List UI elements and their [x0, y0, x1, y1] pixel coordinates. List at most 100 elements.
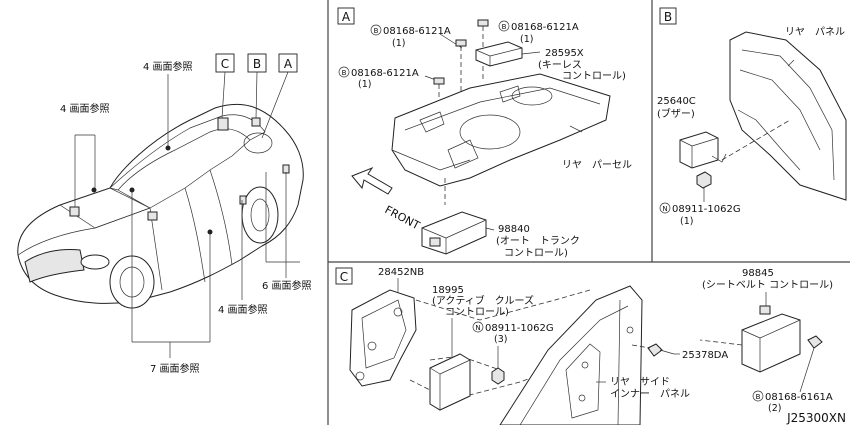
seatbelt-connector [759, 305, 771, 315]
cruise-module-body [429, 353, 471, 411]
nut-b-quantity: (1) [680, 216, 693, 227]
car-roof [109, 114, 266, 191]
rear-panel-label: リヤ パネル [785, 26, 845, 38]
ref-4-left: 4 画面参照 [60, 102, 110, 115]
rear-panel-outline [729, 31, 847, 201]
bolt-c2-part-number: 08168-6161A [765, 392, 833, 403]
front-arrow-shape [351, 166, 393, 195]
ref-7-label: 7 画面参照 [150, 362, 200, 375]
nut-b-symbol [659, 202, 671, 214]
parcel-cutout2 [447, 139, 479, 169]
diagram-code: J25300XN [786, 411, 846, 425]
callout-b-label: B [253, 57, 261, 71]
auto-trunk-control: 98840 (オート トランク コントロール) [421, 211, 580, 259]
bracket-hole1 [367, 341, 377, 351]
panel-a-letter-box [337, 7, 355, 25]
car-headlamp [80, 254, 110, 270]
panel-a-letter: A [342, 10, 351, 24]
car-part-pillar-marker [207, 229, 213, 235]
trunk-name-line1: (オート トランク [496, 235, 580, 247]
panel-c-letter-box [335, 267, 353, 285]
car-callouts: C B A 4 画面参照 4 画面参照 6 画面参照 4 画面参照 7 画面参照 [60, 53, 312, 375]
bracket-part-number: 28452NB [378, 267, 424, 278]
car-door-line1 [184, 187, 206, 283]
car-beltline [117, 139, 251, 209]
bolt2-quantity: (1) [520, 34, 533, 45]
bolt1-quantity: (1) [392, 38, 405, 49]
bolt-c2-head [807, 335, 823, 349]
car-trunk-spot [243, 132, 273, 154]
nut-c-part-number: 08911-1062G [485, 323, 554, 334]
inner-panel-hole2 [578, 394, 586, 402]
trunk-part-number: 98840 [498, 224, 530, 235]
buzzer-mount-axis [721, 119, 791, 161]
buzzer-edge2 [691, 137, 719, 147]
car-part-c-marker [217, 117, 229, 131]
seatbelt-module-edge2 [759, 319, 801, 339]
bracket-hole2 [393, 307, 403, 317]
rear-panel-leader [787, 59, 795, 67]
seatbelt-module-body [741, 313, 801, 373]
car-part-roof-marker [165, 145, 171, 151]
cruise-name-line1: (アクティブ クルーズ [432, 294, 534, 307]
bracket-link-bottom [409, 351, 601, 401]
rear-parcel-shelf: リヤ パーセル [391, 73, 632, 205]
inner-panel-ridge1 [519, 305, 629, 426]
buzzer-body [679, 131, 719, 169]
car-part-dash-marker [91, 187, 97, 193]
nut-b-shape [696, 171, 712, 189]
car-part-door-marker [239, 195, 247, 205]
car-rear-hub [250, 198, 270, 232]
callout-a-leader [261, 71, 289, 139]
panel-c-letter: C [340, 270, 348, 284]
seatbelt-mount-axis [699, 339, 743, 346]
panel-b-letter: B [664, 10, 672, 24]
callout-a-label: A [284, 57, 293, 71]
bolt-c-part-number: 25378DA [682, 350, 728, 361]
parcel-cutout3 [499, 85, 521, 103]
car-grille [24, 249, 85, 283]
trunk-control-leader [485, 227, 495, 231]
keyless-name-line2: コントロール) [562, 71, 626, 82]
car-part-left-marker [69, 206, 80, 217]
bolt1-head [455, 39, 467, 47]
cruise-module-edge2 [439, 359, 471, 375]
bolt1-symbol [370, 24, 382, 36]
nut-b-part-number: 08911-1062G [672, 204, 741, 215]
bolt-c-shank [659, 349, 675, 355]
buzzer-name: (ブザー) [657, 107, 695, 120]
panel-b: B リヤ パネル 25640C (ブザー) N 08911-1062G (1) [657, 7, 847, 227]
callout-c-label: C [221, 57, 229, 71]
bolt2-symbol-letter: B [502, 23, 507, 31]
inner-panel-label2: インナー パネル [610, 388, 690, 400]
panel-a: A B 08168-6121A (1) B 08168-6121A (1) [337, 7, 632, 259]
parcel-speaker-hole-right [511, 86, 553, 106]
bracket-link-mid [429, 355, 501, 371]
panel-frames [327, 0, 850, 425]
bolt2-head [477, 19, 489, 27]
bolt-c-axis [631, 344, 651, 349]
panel-c: C 28452NB 18995 (アクティブ クルーズ コントロール) N 08… [335, 267, 846, 426]
car-part-seat-marker [147, 211, 158, 221]
keyless-part-number: 28595X [545, 48, 584, 59]
trunk-control-connector [429, 237, 441, 247]
bolt-c2-leader [799, 347, 815, 393]
nut-c-quantity: (3) [494, 334, 507, 345]
bracket-inner [361, 299, 407, 369]
car-body-outline [17, 103, 304, 304]
nut-c-symbol [472, 321, 484, 333]
trunk-control-edge1 [421, 227, 447, 239]
nut-b-symbol-letter: N [662, 205, 667, 213]
inner-panel-cutout [565, 343, 601, 419]
trunk-control-edge2 [445, 219, 487, 239]
ref-6-label: 6 画面参照 [262, 279, 312, 292]
parcel-leader [569, 125, 583, 133]
keyless-leader [521, 51, 541, 55]
inner-panel-ridge2 [617, 299, 621, 426]
callout-b-leader [255, 71, 258, 119]
bolt-c2-symbol-letter: B [756, 393, 761, 401]
seatbelt-name: (シートベルト コントロール) [702, 279, 833, 291]
bracket-link-top [415, 289, 591, 321]
parcel-speaker-hole-left [459, 114, 521, 150]
